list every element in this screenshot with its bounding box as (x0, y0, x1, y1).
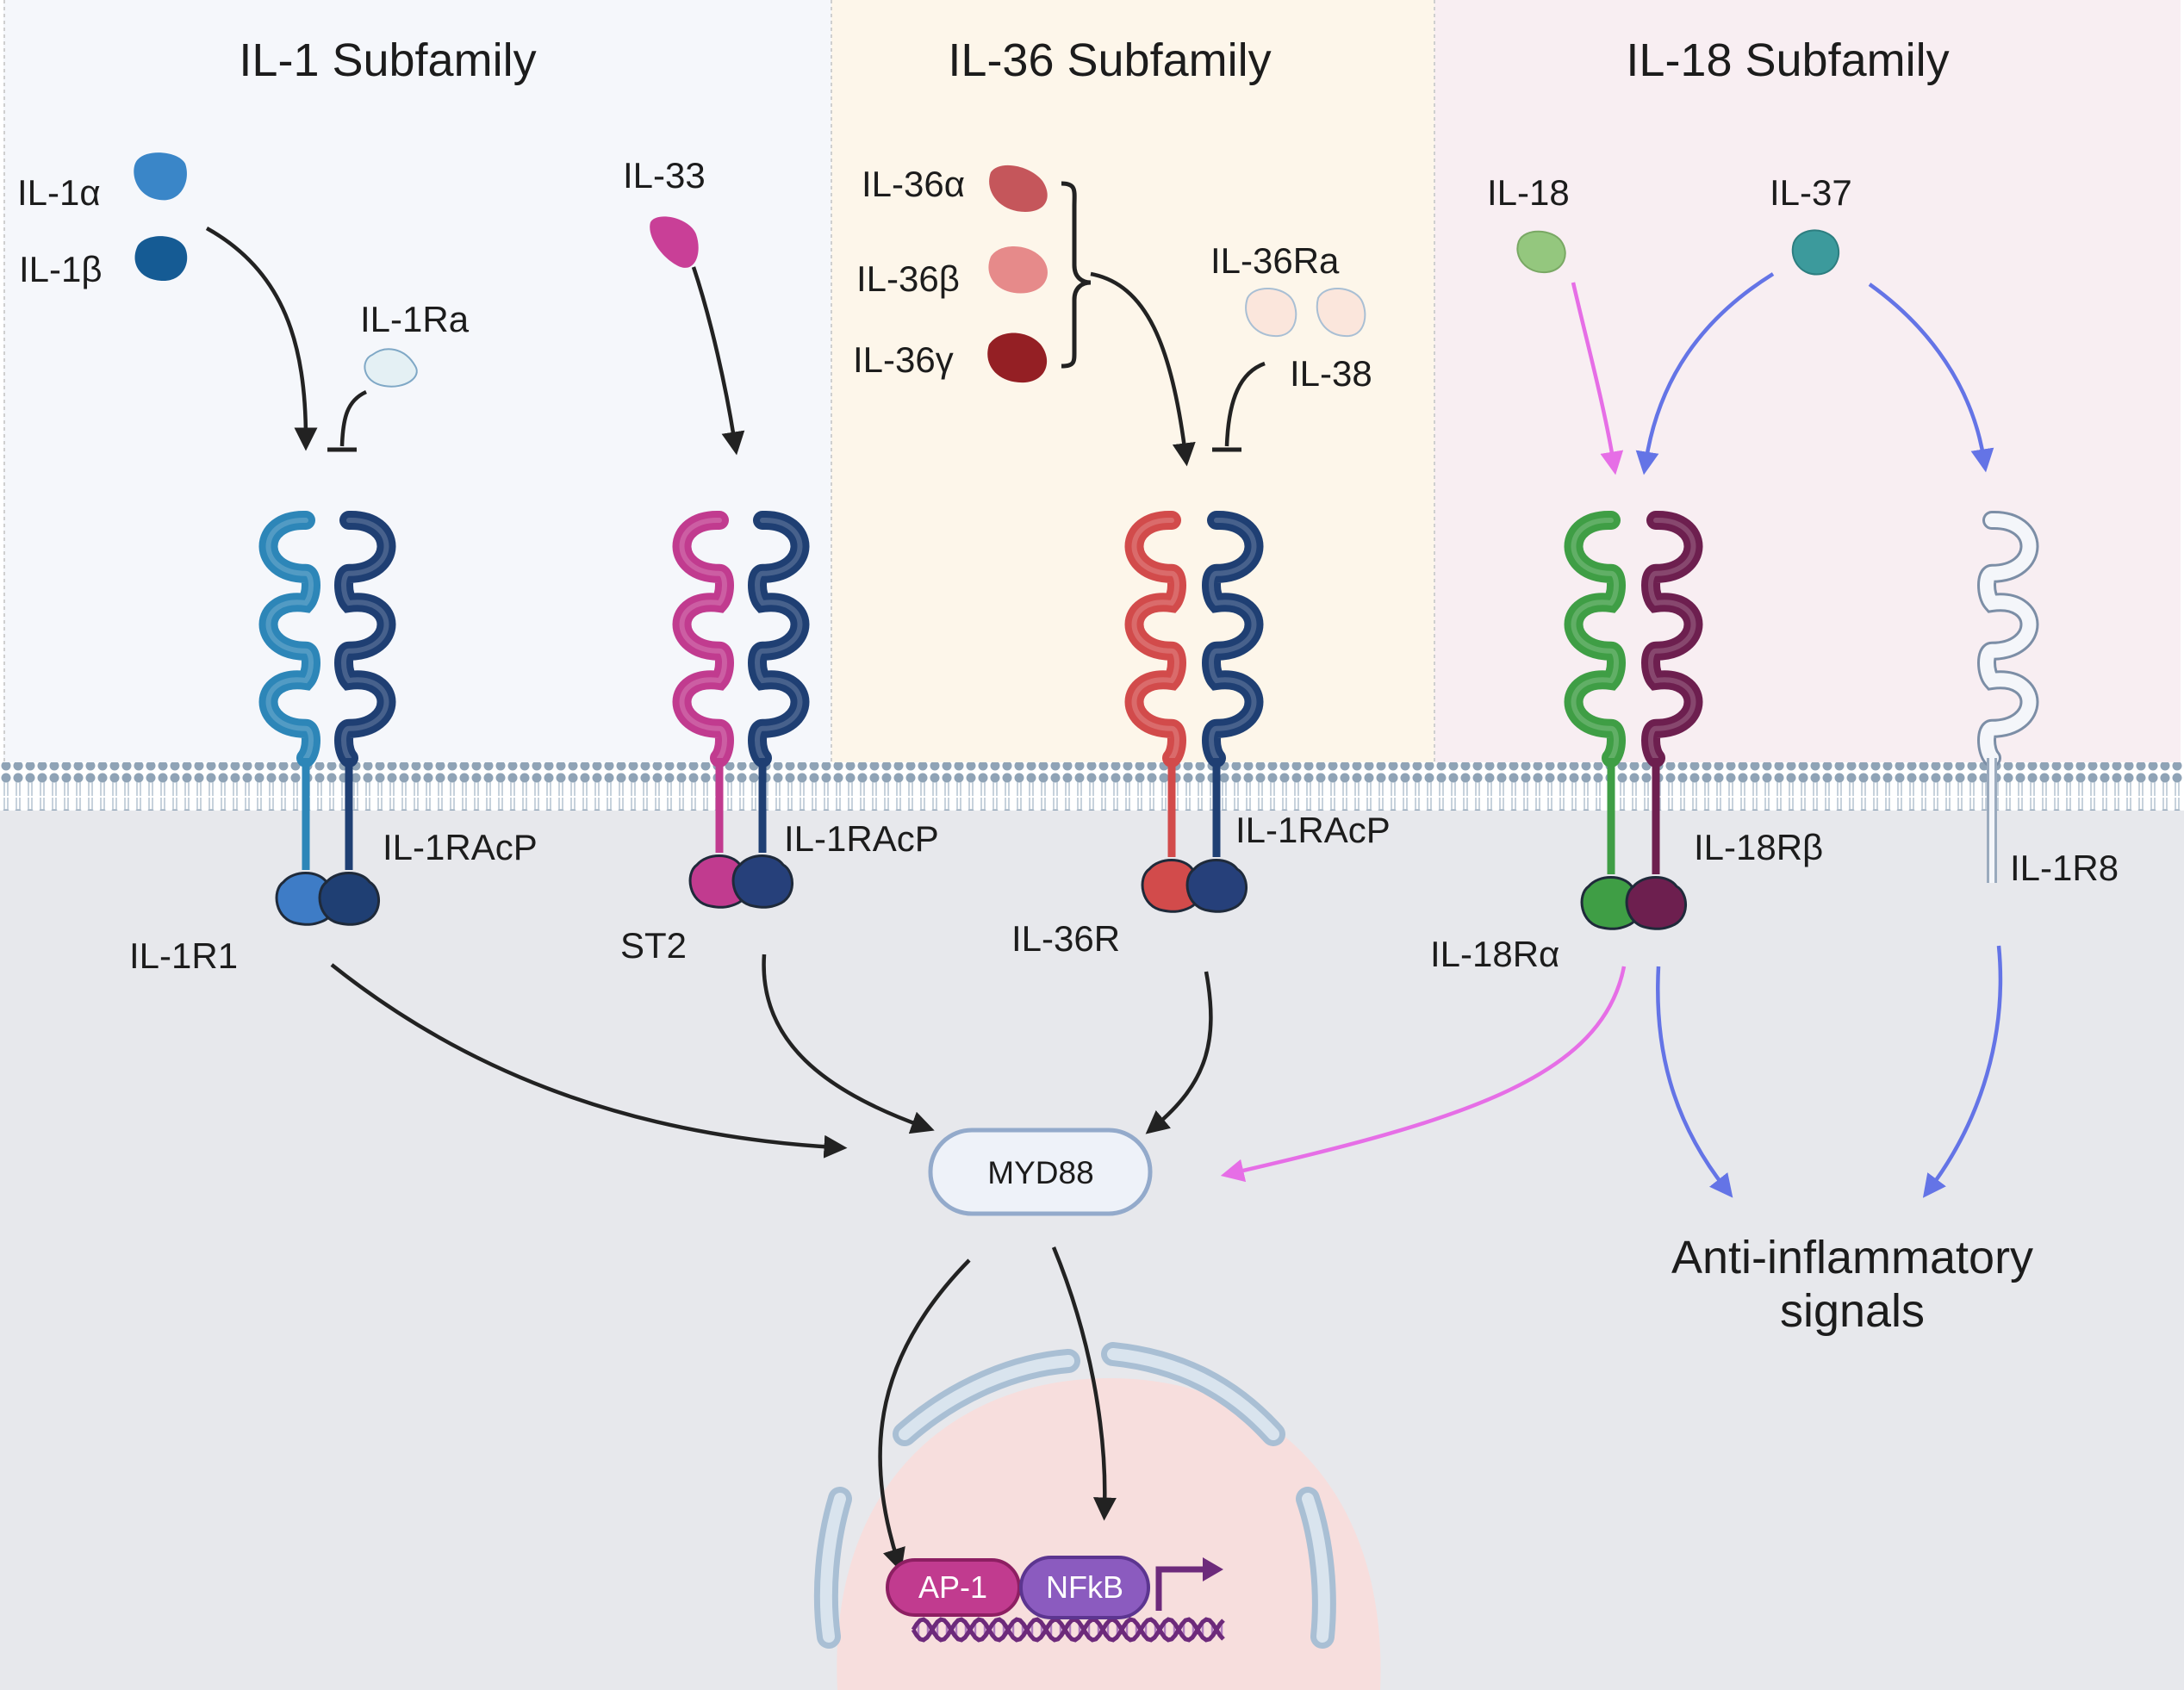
st2-tir-domain (688, 854, 750, 909)
il36r-label: IL-36R (1011, 918, 1120, 959)
il1ra-ligand (364, 348, 418, 388)
il33-ligand (650, 216, 699, 268)
il36-bracket (1061, 181, 1092, 369)
il1ra-label: IL-1Ra (360, 299, 470, 339)
cell-membrane (0, 762, 2184, 811)
il1r1-label: IL-1R1 (129, 935, 238, 976)
il36r-to-myd88-arrow (1145, 971, 1213, 1134)
nuclear-envelope-inner (819, 1493, 846, 1643)
il1b-ligand (134, 236, 188, 281)
il36-subfamily-title: IL-36 Subfamily (948, 34, 1271, 86)
il18ra-receptor (1564, 511, 1642, 930)
il18-label: IL-18 (1487, 172, 1570, 213)
il36a-label: IL-36α (862, 164, 965, 204)
nuclear-envelope-inner (899, 1355, 1074, 1440)
transcription-start-arrow (1155, 1566, 1206, 1611)
il36-activation-arrow (1090, 271, 1196, 467)
il1r8-receptor (1977, 511, 2039, 883)
il18ra-tir-domain (1580, 876, 1642, 930)
nuclear-envelope-inner (1302, 1493, 1330, 1643)
il18rb-to-anti-inflammatory-arrow (1656, 966, 1733, 1198)
il36b-ligand (988, 246, 1048, 294)
il18rb-tir-domain (1625, 876, 1687, 930)
il38-label: IL-38 (1290, 353, 1372, 394)
il1racp_3-receptor (1185, 511, 1264, 913)
il1racp_3-tir-domain (1185, 859, 1248, 913)
il36r-receptor (1124, 511, 1203, 913)
il18r-to-myd88-arrow (1220, 966, 1627, 1183)
myd88-to-ap1-arrow (878, 1258, 971, 1572)
st2-to-myd88-arrow (762, 954, 935, 1134)
il1r1-receptor (258, 511, 337, 926)
il18ra-label: IL-18Rα (1430, 934, 1559, 974)
il36g-label: IL-36γ (853, 339, 954, 380)
il1r8-to-anti-inflammatory-arrow (1922, 945, 2003, 1198)
il1racp_3-ectodomain (1202, 511, 1264, 767)
il1a-label: IL-1α (17, 172, 101, 213)
il37-to-il18r-arrow (1635, 272, 1775, 475)
il1r1-ectodomain (258, 511, 320, 767)
il37-to-il1r8-arrow (1868, 283, 1994, 473)
il1b-label: IL-1β (19, 249, 103, 289)
il1-activation-arrow (205, 227, 318, 451)
il1racp-label-il36: IL-1RAcP (1235, 810, 1391, 850)
il33-activation-arrow (691, 266, 745, 456)
il18rb-ectodomain (1641, 511, 1703, 767)
il36b-label: IL-36β (856, 258, 960, 299)
il36ra-label: IL-36Ra (1210, 240, 1340, 281)
il37-label: IL-37 (1770, 172, 1852, 213)
il1racp_2-ectodomain (748, 511, 810, 767)
il18-subfamily-panel (1434, 0, 2181, 762)
il1ra-inhibition-line (339, 389, 368, 447)
myd88-to-nfkb-arrow (1051, 1246, 1117, 1521)
transcription-start-arrowhead (1203, 1557, 1223, 1581)
nfkb-factor (1019, 1556, 1150, 1619)
il36a-ligand (989, 165, 1048, 212)
il18rb-label: IL-18Rβ (1694, 827, 1823, 867)
nuclear-envelope-inner (1107, 1348, 1279, 1440)
il1racp_2-receptor (731, 511, 810, 909)
dna-helix (911, 1617, 1225, 1643)
st2-ectodomain (672, 511, 734, 767)
myd88-label: MYD88 (987, 1155, 1093, 1190)
il1r8-label: IL-1R8 (2010, 848, 2119, 888)
myd88-node (928, 1128, 1153, 1216)
il1racp_1-receptor (318, 511, 396, 926)
nfkb-label: NFkB (1046, 1569, 1123, 1605)
il36g-ligand (987, 332, 1048, 383)
il36r-tir-domain (1141, 859, 1203, 913)
anti-inflammatory-label-line1: Anti-inflammatory (1671, 1232, 2033, 1283)
il1racp-label-il1: IL-1RAcP (383, 827, 538, 867)
st2-label: ST2 (620, 925, 687, 966)
il1-subfamily-title: IL-1 Subfamily (239, 34, 536, 86)
il1racp_1-ectodomain (334, 511, 396, 767)
il36ra-il38-inhibition-line (1224, 361, 1266, 447)
anti-inflammatory-label-line2: signals (1780, 1285, 1925, 1337)
st2-receptor (672, 511, 750, 909)
il38-ligand (1316, 287, 1366, 338)
il18-activation-arrow (1571, 282, 1624, 475)
il1r1-to-myd88-arrow (330, 963, 848, 1159)
il18-subfamily-title: IL-18 Subfamily (1626, 34, 1949, 86)
il1racp_2-tir-domain (731, 854, 793, 909)
il36r-ectodomain (1124, 511, 1186, 767)
il37-ligand (1791, 229, 1840, 276)
il33-label: IL-33 (623, 155, 706, 196)
il18rb-receptor (1625, 511, 1703, 930)
il1racp_1-tir-domain (318, 872, 380, 926)
ap1-label: AP-1 (918, 1569, 987, 1605)
il18ra-ectodomain (1564, 511, 1626, 767)
il1r1-tir-domain (275, 872, 337, 926)
il18-ligand (1516, 230, 1566, 274)
il36ra-ligand (1245, 287, 1297, 338)
il1a-ligand (134, 152, 187, 201)
il1racp-label-il33: IL-1RAcP (784, 818, 939, 859)
